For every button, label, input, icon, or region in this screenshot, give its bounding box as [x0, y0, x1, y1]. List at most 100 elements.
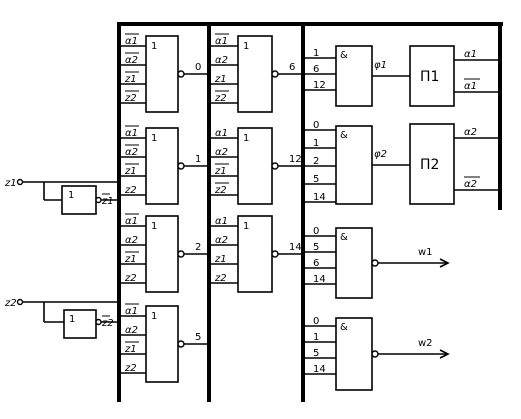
gate-input-label: α1: [125, 306, 138, 317]
flipflop-output-label: α1: [464, 81, 477, 92]
and-gate-input-label: 0: [313, 120, 319, 131]
gate-output-label: 12: [289, 154, 302, 165]
gate-input-label: α2: [215, 147, 228, 158]
and-gate-input-label: 1: [313, 138, 319, 149]
gate-input-label: α1: [215, 216, 228, 227]
input-z1-terminal: [16, 178, 24, 186]
and-gate-type-label: &: [340, 232, 348, 243]
gate-type-label: 1: [151, 221, 157, 232]
input-z1: z1: [4, 178, 119, 201]
gate-type-label: 1: [243, 221, 249, 232]
gate-input-label: z1: [214, 74, 227, 85]
and-gate-input-label: 1: [313, 332, 319, 343]
gate-input-label: α2: [125, 235, 138, 246]
gate-type-label: 1: [151, 41, 157, 52]
col2-gate-2: 1 α1 α2 z1 z2 14: [209, 215, 303, 293]
gate-input-label: z1: [124, 254, 137, 265]
gate-type-label: 1: [151, 311, 157, 322]
gate-input-label: z1: [214, 254, 227, 265]
and-gate-input-label: 5: [313, 174, 319, 185]
w-output-label: w1: [418, 247, 433, 258]
inverter-z2: 1 z2: [63, 309, 119, 339]
gate-output-label: 2: [195, 242, 201, 253]
gate-type-label: 1: [243, 41, 249, 52]
and-gate-input-label: 0: [313, 226, 319, 237]
gate-input-label: α1: [215, 36, 228, 47]
col1-gate-3: 1 α1 α2 z1 z2 5: [119, 303, 209, 383]
flipflop-output-label: α2: [464, 127, 477, 138]
input-z1-label: z1: [4, 178, 17, 189]
input-z2: z2: [4, 298, 119, 323]
gate-output-label: 1: [195, 154, 201, 165]
and-gate-input-label: 2: [313, 156, 319, 167]
gate-input-label: z2: [214, 185, 227, 196]
w-output-label: w2: [418, 338, 433, 349]
and-gate-input-label: 6: [313, 64, 319, 75]
and-gate-input-label: 5: [313, 348, 319, 359]
flipflop-2: П2 α2 α2: [409, 123, 500, 205]
inverter-z1-output-label: z1: [101, 196, 114, 207]
gate-input-label: α1: [125, 216, 138, 227]
gate-output-label: 14: [289, 242, 302, 253]
gate-input-label: z1: [214, 166, 227, 177]
and-gate-input-label: 5: [313, 242, 319, 253]
gate-output-label: 6: [289, 62, 295, 73]
col2-gate-1: 1 α1 α2 z1 z2 12: [209, 127, 303, 205]
input-z2-label: z2: [4, 298, 17, 309]
col1-gate-0: 1 α1 α2 z1 z2 0: [119, 33, 209, 113]
gate-input-label: α1: [215, 128, 228, 139]
inverter-z2-output-label: z2: [101, 318, 114, 329]
and-gate-1: & 0 1 2 5 14 φ2: [303, 120, 410, 205]
gate-input-label: z2: [124, 185, 137, 196]
and-gate-2: & 0 5 6 14 w1: [303, 226, 450, 299]
gate-type-label: 1: [151, 133, 157, 144]
gate-input-label: z1: [124, 74, 137, 85]
gate-input-label: z2: [124, 93, 137, 104]
bus-lines: [117, 22, 503, 402]
phi-output-label: φ1: [374, 60, 387, 71]
gate-output-label: 5: [195, 332, 201, 343]
inverter-z1: 1 z1: [61, 185, 119, 215]
inverter-z2-type: 1: [69, 314, 75, 325]
flipflop-output-label: α2: [464, 179, 477, 190]
flipflop-label: П1: [420, 69, 439, 85]
gate-input-label: α2: [125, 55, 138, 66]
col1-gate-2: 1 α1 α2 z1 z2 2: [119, 213, 209, 293]
gate-input-label: z1: [124, 166, 137, 177]
input-z2-terminal: [16, 298, 24, 306]
col2-gate-0: 1 α1 α2 z1 z2 6: [209, 33, 303, 113]
flipflop-label: П2: [420, 157, 439, 173]
gate-input-label: z2: [214, 273, 227, 284]
gate-input-label: z1: [124, 344, 137, 355]
gate-input-label: α1: [125, 36, 138, 47]
gate-input-label: z2: [124, 273, 137, 284]
and-gate-input-label: 14: [313, 274, 326, 285]
inverter-z1-type: 1: [68, 190, 74, 201]
and-gate-type-label: &: [340, 130, 348, 141]
gate-input-label: α2: [215, 235, 228, 246]
gate-input-label: α2: [215, 55, 228, 66]
and-gate-type-label: &: [340, 50, 348, 61]
and-gate-input-label: 1: [313, 48, 319, 59]
gate-input-label: z2: [214, 93, 227, 104]
flipflop-output-label: α1: [464, 49, 477, 60]
gate-output-label: 0: [195, 62, 201, 73]
gate-type-label: 1: [243, 133, 249, 144]
phi-output-label: φ2: [374, 149, 387, 160]
gate-input-label: α2: [125, 325, 138, 336]
and-gate-input-label: 14: [313, 364, 326, 375]
gate-input-label: α2: [125, 147, 138, 158]
flipflop-1: П1 α1 α1: [409, 45, 500, 107]
gate-column-2: 1 α1 α2 z1 z2 6 1 α1 α2 z1 z2 12 1 α1 α2 z1 z2 14: [209, 33, 303, 293]
gate-input-label: z2: [124, 363, 137, 374]
and-gate-input-label: 14: [313, 192, 326, 203]
and-gate-input-label: 6: [313, 258, 319, 269]
and-gate-input-label: 0: [313, 316, 319, 327]
